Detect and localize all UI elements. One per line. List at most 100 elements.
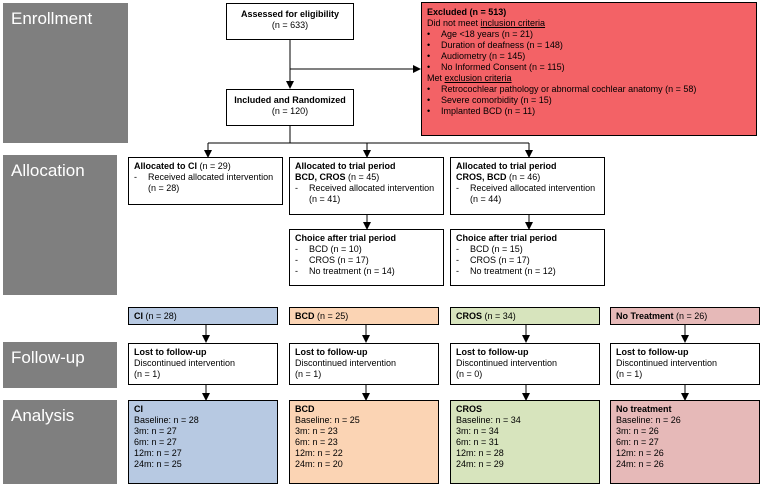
exclusion-item: •Retrocochlear pathology or abnormal coc… <box>427 84 697 94</box>
analysis-row: 12m: n = 27 <box>134 448 182 458</box>
followup-cros-text: Discontinued intervention <box>456 358 558 368</box>
randomized-title: Included and Randomized <box>234 95 346 105</box>
analysis-ci-title: CI <box>134 404 143 414</box>
analysis-row: 6m: n = 27 <box>134 437 177 447</box>
excluded-box: Excluded (n = 513) Did not meet inclusio… <box>421 2 757 136</box>
followup-bcd-box: Lost to follow-up Discontinued intervent… <box>289 343 439 385</box>
assessed-for-eligibility-box: Assessed for eligibility (n = 633) <box>226 3 354 40</box>
followup-none-title: Lost to follow-up <box>616 347 689 357</box>
stage-label-enrollment: Enrollment <box>3 3 128 143</box>
followup-bcd-title: Lost to follow-up <box>295 347 368 357</box>
choice2-item: -No treatment (n = 12) <box>456 266 556 276</box>
followup-cros-box: Lost to follow-up Discontinued intervent… <box>450 343 600 385</box>
analysis-none-title: No treatment <box>616 404 672 414</box>
followup-bcd-count: (n = 1) <box>295 369 322 379</box>
choice1-item: -BCD (n = 10) <box>295 244 362 254</box>
group-bcd-label: BCD <box>295 311 315 321</box>
followup-none-text: Discontinued intervention <box>616 358 718 368</box>
allocated-bcd-cros-box: Allocated to trial period BCD, CROS (n =… <box>289 157 444 215</box>
stage-label-followup: Follow-up <box>3 342 117 388</box>
group-ci-label: CI <box>134 311 143 321</box>
inclusion-item: •Duration of deafness (n = 148) <box>427 40 563 50</box>
group-no-treatment-label: No Treatment <box>616 311 674 321</box>
followup-ci-count: (n = 1) <box>134 369 161 379</box>
exclusion-criteria-heading: Met exclusion criteria <box>427 73 512 83</box>
analysis-row: 3m: n = 34 <box>456 426 499 436</box>
group-cros-label: CROS <box>456 311 483 321</box>
analysis-row: Baseline: n = 28 <box>134 415 199 425</box>
analysis-row: Baseline: n = 34 <box>456 415 521 425</box>
eligibility-title: Assessed for eligibility <box>240 9 340 19</box>
followup-bcd-text: Discontinued intervention <box>295 358 397 368</box>
exclusion-item: •Severe comorbidity (n = 15) <box>427 95 552 105</box>
choice-after-trial-box-1: Choice after trial period -BCD (n = 10) … <box>289 229 444 286</box>
inclusion-item: •Age <18 years (n = 21) <box>427 29 534 39</box>
randomized-count: (n = 120) <box>271 106 309 116</box>
group-bcd-box: BCD (n = 25) <box>289 307 439 325</box>
analysis-row: 3m: n = 26 <box>616 426 659 436</box>
alloc-ci-title: Allocated to CI <box>134 161 198 171</box>
alloc-cros-bcd-order: CROS, BCD <box>456 172 507 182</box>
analysis-row: 6m: n = 27 <box>616 437 659 447</box>
choice-after-trial-box-2: Choice after trial period -BCD (n = 15) … <box>450 229 605 286</box>
stage-label-allocation: Allocation <box>3 155 117 295</box>
choice1-title: Choice after trial period <box>295 233 397 243</box>
analysis-no-treatment-box: No treatment Baseline: n = 26 3m: n = 26… <box>610 400 760 484</box>
analysis-row: 24m: n = 20 <box>295 459 343 469</box>
analysis-row: 6m: n = 23 <box>295 437 338 447</box>
followup-cros-count: (n = 0) <box>456 369 483 379</box>
followup-no-treatment-box: Lost to follow-up Discontinued intervent… <box>610 343 760 385</box>
excluded-title: Excluded (n = 513) <box>427 7 507 17</box>
analysis-bcd-box: BCD Baseline: n = 25 3m: n = 23 6m: n = … <box>289 400 439 484</box>
group-cros-count: (n = 34) <box>482 311 516 321</box>
eligibility-count: (n = 633) <box>271 20 309 30</box>
followup-none-count: (n = 1) <box>616 369 643 379</box>
alloc-ci-count: (n = 29) <box>197 161 231 171</box>
analysis-row: 12m: n = 28 <box>456 448 504 458</box>
inclusion-criteria-heading: Did not meet inclusion criteria <box>427 18 546 28</box>
alloc-bcd-cros-order: BCD, CROS <box>295 172 346 182</box>
analysis-row: 24m: n = 25 <box>134 459 182 469</box>
group-bcd-count: (n = 25) <box>314 311 349 321</box>
alloc-bcd-cros-count: (n = 45) <box>345 172 380 182</box>
group-no-treatment-count: (n = 26) <box>673 311 708 321</box>
inclusion-item: •Audiometry (n = 145) <box>427 51 526 61</box>
choice1-item: -No treatment (n = 14) <box>295 266 395 276</box>
choice2-item: -CROS (n = 17) <box>456 255 530 265</box>
analysis-ci-box: CI Baseline: n = 28 3m: n = 27 6m: n = 2… <box>128 400 278 484</box>
followup-cros-title: Lost to follow-up <box>456 347 529 357</box>
analysis-row: 3m: n = 27 <box>134 426 177 436</box>
choice2-title: Choice after trial period <box>456 233 558 243</box>
analysis-row: Baseline: n = 25 <box>295 415 360 425</box>
analysis-row: 12m: n = 26 <box>616 448 664 458</box>
choice1-item: -CROS (n = 17) <box>295 255 369 265</box>
group-ci-count: (n = 28) <box>143 311 177 321</box>
exclusion-item: •Implanted BCD (n = 11) <box>427 106 536 116</box>
followup-ci-title: Lost to follow-up <box>134 347 207 357</box>
stage-label-analysis: Analysis <box>3 400 117 484</box>
alloc-bcd-cros-title: Allocated to trial period <box>295 161 396 171</box>
analysis-cros-title: CROS <box>456 404 483 414</box>
alloc-cros-bcd-title: Allocated to trial period <box>456 161 557 171</box>
analysis-row: 12m: n = 22 <box>295 448 343 458</box>
analysis-row: 24m: n = 29 <box>456 459 504 469</box>
followup-ci-box: Lost to follow-up Discontinued intervent… <box>128 343 278 385</box>
group-ci-box: CI (n = 28) <box>128 307 278 325</box>
analysis-row: 3m: n = 23 <box>295 426 338 436</box>
randomized-box: Included and Randomized (n = 120) <box>226 89 354 126</box>
analysis-row: Baseline: n = 26 <box>616 415 681 425</box>
group-no-treatment-box: No Treatment (n = 26) <box>610 307 760 325</box>
allocated-cros-bcd-box: Allocated to trial period CROS, BCD (n =… <box>450 157 605 215</box>
analysis-cros-box: CROS Baseline: n = 34 3m: n = 34 6m: n =… <box>450 400 600 484</box>
analysis-bcd-title: BCD <box>295 404 315 414</box>
allocated-ci-box: Allocated to CI (n = 29) -Received alloc… <box>128 157 283 205</box>
analysis-row: 6m: n = 31 <box>456 437 499 447</box>
alloc-bcd-cros-item: -Received allocated intervention (n = 41… <box>295 183 435 204</box>
group-cros-box: CROS (n = 34) <box>450 307 600 325</box>
alloc-cros-bcd-count: (n = 46) <box>506 172 541 182</box>
inclusion-item: •No Informed Consent (n = 115) <box>427 62 565 72</box>
choice2-item: -BCD (n = 15) <box>456 244 523 254</box>
alloc-ci-item: -Received allocated intervention (n = 28… <box>134 172 274 193</box>
